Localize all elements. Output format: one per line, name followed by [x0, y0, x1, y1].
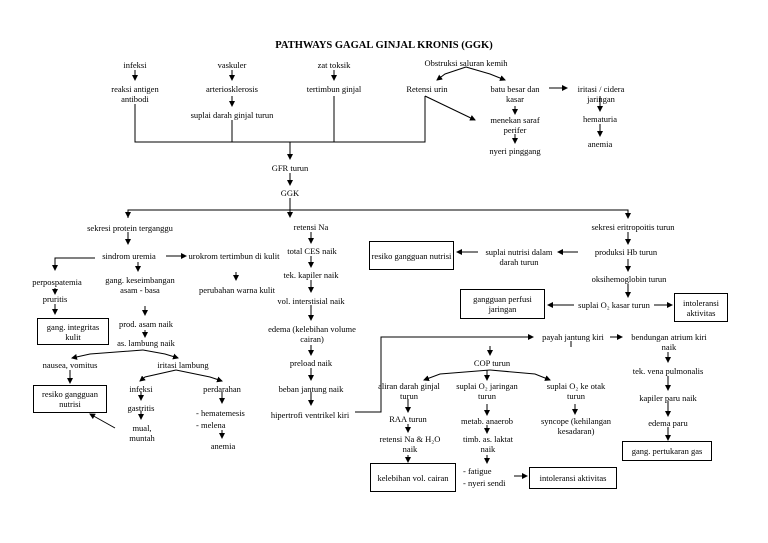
node-obstruksi: Obstruksi saluran kemih: [424, 58, 508, 68]
node-urokrom: urokrom tertimbun di kulit: [188, 251, 280, 261]
node-edema-cairan: edema (kelebihan volume cairan): [268, 324, 356, 344]
node-payah-jantung: payah jantung kiri: [542, 332, 604, 342]
node-ggk: GGK: [280, 188, 300, 198]
box-gangguan-perfusi: gangguan perfusi jaringan: [460, 289, 545, 319]
node-nyeri-pinggang: nyeri pinggang: [489, 146, 541, 156]
node-edema-paru: edema paru: [648, 418, 688, 428]
node-infeksi-gastritis: infeksi: [129, 384, 153, 394]
node-raa-turun: RAA turun: [389, 414, 427, 424]
node-beban-jantung: beban jantung naik: [278, 384, 344, 394]
node-mual-muntah: mual, muntah: [129, 423, 155, 443]
node-perdarahan: perdarahan: [203, 384, 241, 394]
node-timb-laktat: timb. as. laktat naik: [462, 434, 514, 454]
node-tertimbun-ginjal: tertimbun ginjal: [306, 84, 362, 94]
node-vol-interstisial: vol. interstisial naik: [277, 296, 345, 306]
node-sekresi-protein: sekresi protein terganggu: [87, 223, 173, 233]
node-hipertrofi: hipertrofi ventrikel kiri: [270, 410, 350, 420]
node-gang-keseimbangan: gang. keseimbangan asam - basa: [105, 275, 175, 295]
node-infeksi: infeksi: [123, 60, 147, 70]
node-as-lambung: as. lambung naik: [117, 338, 175, 348]
box-gang-pertukaran-gas: gang. pertukaran gas: [622, 441, 712, 461]
node-suplai-o2-otak: suplai O₂ ke otak turun: [546, 381, 606, 401]
node-perpospatemia: perpospatemia: [32, 277, 82, 287]
box-resiko-gangguan-nutrisi-bottom: resiko gangguan nutrisi: [33, 385, 107, 413]
node-anemia-bottom: anemia: [210, 441, 236, 451]
node-tek-vena: tek. vena pulmonalis: [632, 366, 704, 376]
node-tek-kapiler: tek. kapiler naik: [283, 270, 339, 280]
node-cop-turun: COP turun: [473, 358, 511, 368]
node-oksihemoglobin: oksihemoglobin turun: [591, 274, 667, 284]
node-syncope: syncope (kehilangan kesadaran): [540, 416, 612, 436]
node-hematemesis: - hematemesis: [196, 408, 245, 418]
node-sindrom-uremia: sindrom uremia: [102, 251, 156, 261]
node-perubahan-warna: perubahan warna kulit: [199, 285, 275, 295]
node-sekresi-eritropoitis: sekresi eritropoitis turun: [591, 222, 675, 232]
box-kelebihan-vol: kelebihan vol. cairan: [370, 463, 456, 492]
node-produksi-hb: produksi Hb turun: [594, 247, 658, 257]
box-intoleransi-top: intoleransi aktivitas: [674, 293, 728, 322]
node-pruritis: pruritis: [42, 294, 68, 304]
node-gfr-turun: GFR turun: [271, 163, 309, 173]
diagram-title: PATHWAYS GAGAL GINJAL KRONIS (GGK): [275, 40, 493, 51]
node-arteriosklerosis: arteriosklerosis: [206, 84, 258, 94]
node-iritasi-cidera: iritasi / cidera jaringan: [577, 84, 625, 104]
node-total-ces: total CES naik: [287, 246, 337, 256]
node-reaksi-antigen: reaksi antigen antibodi: [111, 84, 159, 104]
node-prod-asam: prod. asam naik: [118, 319, 174, 329]
node-suplai-o2-kasar: suplai O₂ kasar turun: [578, 300, 650, 310]
node-menekan-saraf: menekan saraf perifer: [490, 115, 540, 135]
node-nausea: nausea, vomitus: [42, 360, 98, 370]
node-vaskuler: vaskuler: [217, 60, 247, 70]
node-zat-toksik: zat toksik: [317, 60, 351, 70]
node-suplai-o2-jaringan: suplai O₂ jaringan turun: [456, 381, 518, 401]
node-hematuria: hematuria: [583, 114, 617, 124]
node-kapiler-paru: kapiler paru naik: [639, 393, 697, 403]
node-suplai-darah-ginjal: suplai darah ginjal turun: [190, 110, 274, 120]
node-suplai-nutrisi: suplai nutrisi dalam darah turun: [485, 247, 553, 267]
node-retensi-urin: Retensi urin: [406, 84, 448, 94]
box-resiko-gangguan-nutrisi-top: resiko gangguan nutrisi: [369, 241, 454, 270]
box-intoleransi-bottom: intoleransi aktivitas: [529, 467, 617, 489]
node-melena: - melena: [196, 420, 226, 430]
node-preload: preload naik: [289, 358, 333, 368]
node-fatigue: - fatigue: [463, 466, 492, 476]
node-iritasi-lambung: iritasi lambung: [157, 360, 209, 370]
box-gang-integritas: gang. integritas kulit: [37, 318, 109, 345]
node-anemia-top: anemia: [587, 139, 613, 149]
node-nyeri-sendi: - nyeri sendi: [463, 478, 506, 488]
node-retensi-na: retensi Na: [293, 222, 329, 232]
node-batu-besar: batu besar dan kasar: [490, 84, 540, 104]
node-retensi-na-h2o: retensi Na & H₂O naik: [379, 434, 441, 454]
node-gastritis: gastritis: [127, 403, 155, 413]
node-metab-anaerob: metab. anaerob: [461, 416, 513, 426]
node-bendungan-atrium: bendungan atrium kiri naik: [631, 332, 707, 352]
node-aliran-darah: aliran darah ginjal turun: [378, 381, 440, 401]
